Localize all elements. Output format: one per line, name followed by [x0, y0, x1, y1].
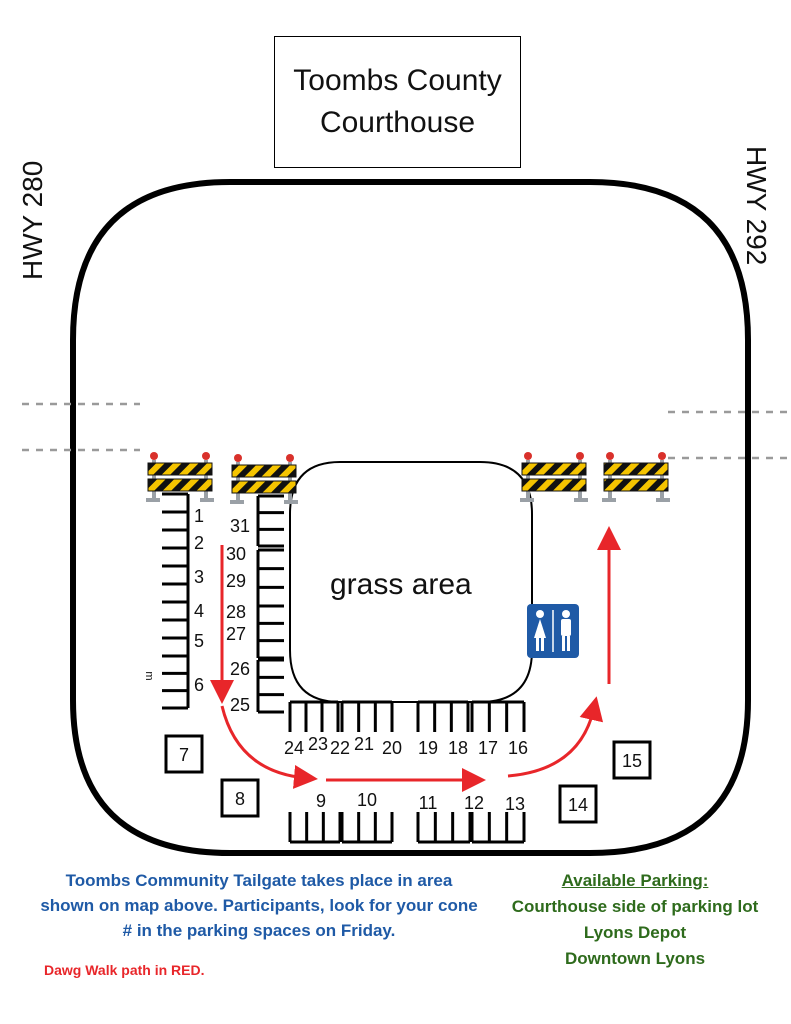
boxed-spot: 15: [612, 740, 652, 780]
cone-number: 17: [478, 738, 498, 758]
stall-group: [416, 812, 472, 844]
stall-group: [288, 700, 340, 732]
parking-item: Downtown Lyons: [564, 949, 706, 968]
available-parking: Available Parking: Courthouse side of pa…: [494, 868, 776, 972]
cone-number: 9: [316, 791, 326, 811]
cone-number: 20: [382, 738, 402, 758]
cone-number: 31: [230, 516, 250, 536]
cone-number: 5: [194, 631, 204, 651]
boxed-spots: 7 8 14 15: [164, 734, 652, 824]
cone-number: 21: [354, 734, 374, 754]
walk-arrow-rise: [507, 696, 604, 778]
stall-group: [256, 494, 284, 548]
dashed-lines: [22, 402, 790, 460]
grass-area-label: grass area: [330, 568, 472, 601]
parking-item: Courthouse side of parking lot: [511, 897, 759, 916]
cone-number: 1: [194, 506, 204, 526]
walk-arrow-curve: [220, 705, 318, 789]
cone-number: 6: [194, 675, 204, 695]
cone-number: 13: [505, 794, 525, 814]
cone-number: 3: [194, 567, 204, 587]
parking-title: Available Parking:: [561, 871, 709, 890]
cone-number: 2: [194, 533, 204, 553]
cone-number: 23: [308, 734, 328, 754]
stall-group: [416, 700, 470, 732]
tailgate-note: Toombs Community Tailgate takes place in…: [40, 871, 478, 940]
stall-group: [256, 548, 284, 608]
side-mark: m: [143, 671, 155, 680]
hwy-292-label: HWY 292: [741, 146, 772, 266]
cone-number: 19: [418, 738, 438, 758]
cone-number: 22: [330, 738, 350, 758]
barricade-icon: [230, 454, 298, 504]
cone-number: 15: [622, 751, 642, 771]
cone-number: 30: [226, 544, 246, 564]
cone-number: 10: [357, 790, 377, 810]
cone-number: 14: [568, 795, 588, 815]
dawg-walk-path: [210, 526, 621, 792]
hwy-280-label: HWY 280: [17, 160, 48, 280]
stall-group: [256, 604, 284, 660]
parking-stalls: [162, 492, 526, 844]
cone-number: 16: [508, 738, 528, 758]
cone-number: 18: [448, 738, 468, 758]
stall-group: [162, 654, 190, 710]
boxed-spot: 14: [558, 784, 598, 824]
road-loop: [70, 179, 751, 856]
parking-item: Lyons Depot: [583, 923, 687, 942]
cone-number: 12: [464, 793, 484, 813]
stall-group: [470, 812, 526, 844]
cone-number: 28: [226, 602, 246, 622]
cone-number: 8: [235, 789, 245, 809]
courthouse-line1: Toombs County: [293, 64, 502, 97]
cone-number: 27: [226, 624, 246, 644]
cone-number: 4: [194, 601, 204, 621]
boxed-spot: 8: [220, 778, 260, 818]
cone-number: 11: [419, 793, 438, 813]
stall-group: [256, 658, 284, 714]
cone-number: 25: [230, 695, 250, 715]
stall-group: [288, 812, 342, 844]
stall-group: [340, 812, 394, 844]
stall-group: [162, 546, 190, 604]
stall-group: [340, 700, 394, 732]
walk-note: Dawg Walk path in RED.: [44, 962, 205, 978]
barricade-icon: [602, 452, 670, 502]
stall-group: [162, 492, 190, 550]
boxed-spot: 7: [164, 734, 204, 774]
cone-number: 7: [179, 745, 189, 765]
cone-number: 24: [284, 738, 304, 758]
courthouse-line2: Courthouse: [319, 106, 476, 139]
stall-group: [162, 600, 190, 658]
stall-group: [470, 700, 526, 732]
cone-number: 29: [226, 571, 246, 591]
barricade-icon: [146, 452, 214, 502]
courthouse-box: Toombs County Courthouse: [274, 36, 521, 168]
barricade-icon: [520, 452, 588, 502]
restroom-icon: [527, 604, 579, 658]
cone-number: 26: [230, 659, 250, 679]
barricades: [146, 452, 670, 504]
